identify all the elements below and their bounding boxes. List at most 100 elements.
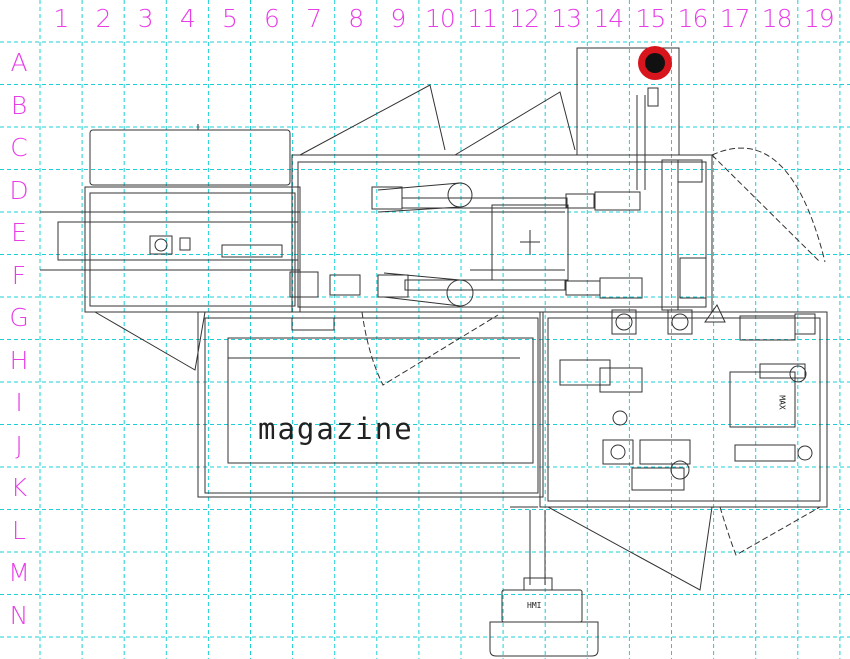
column-label: 9 bbox=[390, 4, 406, 33]
column-label: 17 bbox=[719, 4, 751, 33]
motor-i18-wheel bbox=[789, 365, 807, 383]
column-label: 7 bbox=[306, 4, 322, 33]
row-label: A bbox=[10, 48, 28, 77]
infeed-sensor bbox=[179, 237, 191, 251]
gripper-arm bbox=[599, 367, 643, 393]
gripper-unit bbox=[559, 359, 611, 386]
marker-core bbox=[645, 53, 665, 73]
motor-g15 bbox=[667, 309, 693, 335]
upper-pulley bbox=[447, 182, 473, 208]
magazine-frame bbox=[197, 311, 544, 498]
column-label: 15 bbox=[635, 4, 666, 33]
right-clamp bbox=[679, 257, 707, 299]
gearbox-f8 bbox=[329, 274, 361, 296]
right-cell bbox=[539, 311, 828, 508]
row-label: J bbox=[15, 430, 23, 460]
row-label: E bbox=[11, 218, 27, 247]
lower-slide bbox=[404, 279, 566, 291]
right-guard-door bbox=[711, 147, 826, 263]
column-label: 6 bbox=[264, 4, 280, 33]
machine-outline bbox=[40, 47, 828, 657]
infeed-conveyor-inner bbox=[89, 192, 296, 307]
motor-g14-wheel bbox=[615, 313, 633, 331]
motor-j18 bbox=[734, 444, 796, 462]
motor-g18-gear bbox=[794, 313, 816, 335]
column-label: 11 bbox=[467, 4, 498, 33]
handler-motor bbox=[602, 439, 634, 465]
row-label: G bbox=[9, 303, 29, 332]
max-cabinet bbox=[729, 371, 796, 428]
roof-guard-mid bbox=[454, 91, 576, 156]
row-label: F bbox=[11, 260, 27, 290]
column-label: 2 bbox=[95, 4, 112, 33]
row-label: I bbox=[15, 388, 23, 417]
row-label: B bbox=[10, 90, 28, 120]
column-label: 8 bbox=[348, 4, 364, 33]
lower-guard-left bbox=[94, 311, 206, 371]
handler-unit bbox=[639, 439, 691, 465]
infeed-motor bbox=[149, 235, 173, 255]
lower-right-block bbox=[565, 280, 601, 296]
small-cover bbox=[291, 317, 335, 331]
lower-guard-arc bbox=[361, 311, 499, 386]
column-label: 12 bbox=[509, 4, 540, 33]
row-label: H bbox=[9, 345, 29, 375]
column-label: 18 bbox=[761, 4, 793, 33]
row-label: K bbox=[10, 473, 28, 502]
column-label: 10 bbox=[424, 4, 456, 33]
column-label: 4 bbox=[179, 4, 196, 33]
emergency-stop-marker bbox=[638, 46, 672, 80]
right-sensor-box bbox=[677, 159, 703, 183]
row-label: M bbox=[8, 558, 30, 587]
row-label: C bbox=[10, 133, 28, 162]
lower-drive-motor bbox=[377, 274, 409, 298]
upper-slide bbox=[401, 197, 568, 209]
row-label: N bbox=[9, 600, 29, 630]
lower-pulley bbox=[446, 279, 474, 307]
infeed-conveyor bbox=[84, 186, 301, 313]
left-motor-f7 bbox=[289, 271, 319, 298]
column-label: 3 bbox=[137, 4, 154, 33]
column-label: 5 bbox=[221, 4, 238, 33]
central-plate bbox=[491, 204, 569, 281]
magazine-bin bbox=[227, 337, 534, 464]
central-frame bbox=[291, 154, 713, 313]
handler-wheel bbox=[610, 444, 626, 460]
triangle-marker bbox=[704, 304, 726, 323]
lower-belt bbox=[383, 272, 461, 307]
infeed-drive bbox=[221, 244, 283, 258]
column-label: 14 bbox=[593, 4, 624, 33]
right-column bbox=[661, 159, 679, 311]
control-tower bbox=[576, 47, 680, 156]
magazine-outer bbox=[204, 317, 539, 494]
motor-k15-wheel bbox=[670, 460, 690, 480]
column-label: 19 bbox=[803, 4, 835, 33]
bottom-guard-left bbox=[547, 506, 713, 591]
hmi-base bbox=[489, 621, 599, 657]
roof-guard-left bbox=[299, 84, 446, 156]
column-label: 1 bbox=[53, 4, 70, 33]
column-label: 16 bbox=[677, 4, 709, 33]
row-label: L bbox=[12, 515, 26, 545]
column-label: 13 bbox=[551, 4, 582, 33]
upper-right-motor bbox=[594, 191, 641, 211]
upper-right-block bbox=[565, 193, 595, 209]
lower-right-motor bbox=[599, 277, 643, 299]
hmi-label: HMI bbox=[527, 601, 542, 610]
circle-i14 bbox=[612, 410, 628, 426]
motor-g18 bbox=[739, 315, 796, 341]
motor-g15-wheel bbox=[671, 313, 689, 331]
bottom-guard-right bbox=[719, 506, 821, 556]
row-label: D bbox=[9, 175, 29, 205]
motor-j18-wheel bbox=[797, 445, 813, 461]
side-label: MAX bbox=[777, 395, 787, 410]
left-housing bbox=[89, 129, 291, 186]
right-cell-inner bbox=[547, 317, 821, 502]
tower-slot bbox=[647, 87, 659, 107]
magazine-label: magazine bbox=[258, 412, 414, 446]
central-frame-inner bbox=[297, 161, 707, 308]
infeed-motor-fan bbox=[154, 238, 168, 252]
